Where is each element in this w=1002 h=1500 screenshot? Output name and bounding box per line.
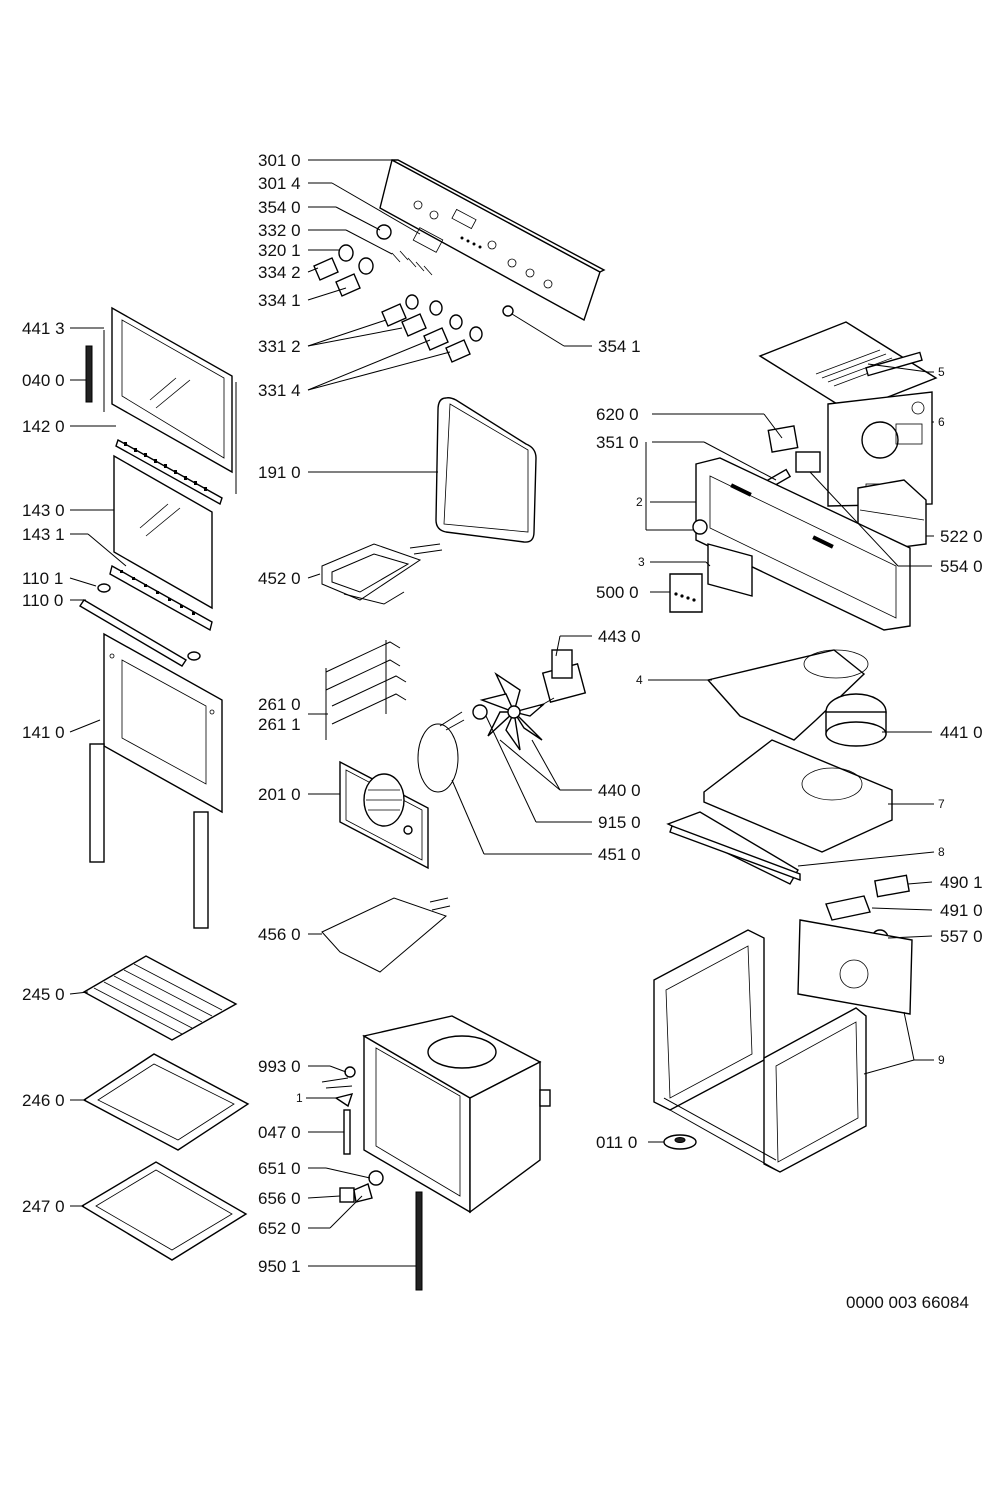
inner-glass-part — [79, 454, 213, 667]
control-panel-part — [379, 158, 606, 322]
label-554-0: 554 0 — [940, 557, 983, 576]
label-334-1: 334 1 — [258, 291, 301, 310]
label-440-0: 440 0 — [598, 781, 641, 800]
label-261-1: 261 1 — [258, 715, 301, 734]
label-334-2: 334 2 — [258, 263, 301, 282]
lamp-parts — [321, 1066, 384, 1203]
label-993-0: 993 0 — [258, 1057, 301, 1076]
label-1: 1 — [296, 1091, 303, 1105]
label-142-0: 142 0 — [22, 417, 65, 436]
label-191-0: 191 0 — [258, 463, 301, 482]
label-557-0: 557 0 — [940, 927, 983, 946]
label-141-0: 141 0 — [22, 723, 65, 742]
label-522-0: 522 0 — [940, 527, 983, 546]
lower-element-part — [321, 897, 451, 973]
leader-lines — [69, 159, 935, 1267]
top-element-part — [321, 543, 443, 605]
fan-cover-part — [339, 760, 429, 870]
label-4: 4 — [636, 673, 643, 687]
label-651-0: 651 0 — [258, 1159, 301, 1178]
label-443-0: 443 0 — [598, 627, 641, 646]
door-gasket-part — [435, 397, 537, 543]
label-2: 2 — [636, 495, 643, 509]
terminal-parts — [825, 874, 910, 947]
grid-shelf-part — [82, 955, 238, 1041]
label-354-0: 354 0 — [258, 198, 301, 217]
label-011-0: 011 0 — [596, 1133, 637, 1152]
front-trim-part — [666, 811, 801, 885]
front-frame-part — [692, 457, 911, 631]
bracket-part — [669, 543, 753, 613]
label-301-4: 301 4 — [258, 174, 301, 193]
label-7: 7 — [938, 797, 945, 811]
label-652-0: 652 0 — [258, 1219, 301, 1238]
label-143-1: 143 1 — [22, 525, 65, 544]
chassis-part — [653, 919, 913, 1173]
label-500-0: 500 0 — [596, 583, 639, 602]
label-110-0: 110 0 — [22, 591, 63, 610]
insulation-plate-part — [703, 739, 893, 853]
label-320-1: 320 1 — [258, 241, 301, 260]
label-040-0: 040 0 — [22, 371, 65, 390]
label-950-1: 950 1 — [258, 1257, 301, 1276]
label-441-3: 441 3 — [22, 319, 65, 338]
label-6: 6 — [938, 415, 945, 429]
label-620-0: 620 0 — [596, 405, 639, 424]
label-332-0: 332 0 — [258, 221, 301, 240]
label-247-0: 247 0 — [22, 1197, 65, 1216]
label-915-0: 915 0 — [598, 813, 641, 832]
part-labels: 301 0 301 4 354 0 332 0 320 1 334 2 334 … — [22, 151, 983, 1312]
label-451-0: 451 0 — [598, 845, 641, 864]
top-cover-part — [758, 321, 938, 507]
circular-element-part — [417, 711, 465, 793]
label-110-1: 110 1 — [22, 569, 63, 588]
label-9: 9 — [938, 1053, 945, 1067]
label-331-2: 331 2 — [258, 337, 301, 356]
label-656-0: 656 0 — [258, 1189, 301, 1208]
tangential-fan-part — [825, 693, 887, 747]
label-441-0: 441 0 — [940, 723, 983, 742]
label-3: 3 — [638, 555, 645, 569]
label-331-4: 331 4 — [258, 381, 301, 400]
label-261-0: 261 0 — [258, 695, 301, 714]
label-354-1: 354 1 — [598, 337, 641, 356]
shelf-supports-part — [325, 640, 407, 740]
label-245-0: 245 0 — [22, 985, 65, 1004]
label-143-0: 143 0 — [22, 501, 65, 520]
label-490-1: 490 1 — [940, 873, 983, 892]
label-456-0: 456 0 — [258, 925, 301, 944]
label-452-0: 452 0 — [258, 569, 301, 588]
label-246-0: 246 0 — [22, 1091, 65, 1110]
label-301-0: 301 0 — [258, 151, 301, 170]
label-047-0: 047 0 — [258, 1123, 301, 1142]
fan-assembly-part — [479, 649, 587, 751]
label-8: 8 — [938, 845, 945, 859]
baking-tray-part — [82, 1053, 250, 1151]
label-351-0: 351 0 — [596, 433, 639, 452]
foot-part — [663, 1134, 697, 1150]
label-491-0: 491 0 — [940, 901, 983, 920]
relay-thermostat-part — [760, 425, 821, 492]
label-5: 5 — [938, 365, 945, 379]
oven-cavity-part — [362, 1015, 551, 1214]
outer-door-part — [89, 632, 223, 929]
fan-nut-part — [472, 704, 488, 720]
knobs-group-upper — [313, 224, 514, 363]
drip-pan-part — [80, 1161, 248, 1261]
rear-gasket-part — [415, 1191, 423, 1291]
door-frame-part — [85, 306, 237, 506]
label-201-0: 201 0 — [258, 785, 301, 804]
drawing-reference-number: 0000 003 66084 — [846, 1293, 969, 1312]
air-guide-part — [706, 649, 869, 741]
